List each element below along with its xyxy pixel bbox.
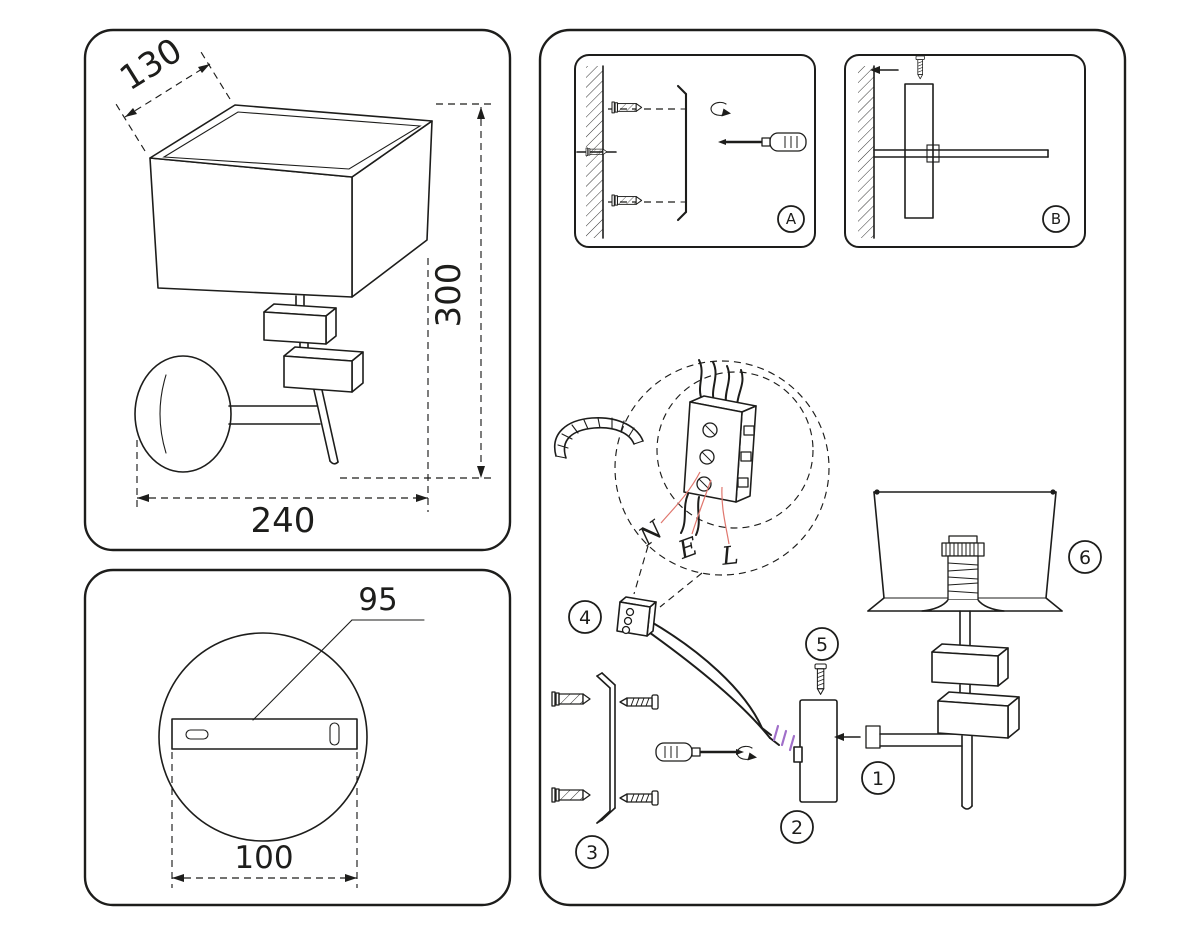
lamp-socket-drawing (921, 535, 1005, 612)
inset-b: B (844, 54, 1086, 248)
lampshade-drawing (149, 104, 433, 298)
wire-label-l: L (719, 540, 740, 571)
backplate-side-view (904, 83, 934, 219)
step-4-badge: 4 (568, 600, 602, 634)
part-3-bracket-fasteners: 3 (551, 672, 659, 869)
panel-assembly: A B (538, 28, 1127, 907)
wire-end-mark (788, 734, 796, 752)
step-3-label: 3 (586, 842, 598, 864)
wiring-detail: N E L (553, 359, 830, 608)
step-2-badge: 2 (780, 810, 814, 844)
step-6-badge: 6 (1068, 540, 1102, 574)
step-1-badge: 1 (861, 761, 895, 795)
panel-plate-dimensions: 95 100 (83, 568, 512, 907)
dimension-base-width: 100 (171, 752, 358, 888)
dimension-fixture-width: 240 (136, 258, 429, 541)
inset-a-label: A (786, 210, 797, 228)
mounting-bracket-side-view (676, 84, 688, 222)
wall-hatch (858, 66, 874, 238)
step-2-label: 2 (791, 817, 803, 839)
step-5-badge: 5 (805, 627, 839, 661)
cable-coil-drawing (553, 417, 644, 459)
dimension-fixture-height-value: 300 (429, 263, 469, 328)
step-6-label: 6 (1079, 547, 1091, 569)
part-4-connector: 4 (568, 596, 796, 762)
wall-mount-drawing (134, 355, 321, 473)
stem-drawing-assembled (931, 610, 1020, 810)
inset-a-badge: A (777, 205, 805, 233)
step-5-label: 5 (816, 634, 828, 656)
dimension-fixture-height: 300 (340, 103, 492, 479)
dimension-bracket: 95 (252, 582, 425, 721)
canopy-drawing (158, 632, 368, 842)
step-3-badge: 3 (575, 835, 609, 869)
panel-fixture-dimensions: 130 300 240 (83, 28, 512, 552)
inset-a: A (574, 54, 816, 248)
inset-b-label: B (1051, 210, 1061, 228)
part-2-backplate: 5 2 (780, 627, 839, 844)
wire-end-mark (780, 729, 788, 747)
wire-end-mark (772, 724, 780, 742)
step-1-label: 1 (872, 768, 884, 790)
stem-drawing (263, 295, 364, 465)
part-1-arm: 1 (834, 725, 963, 795)
part-6-lamp-body: 6 (867, 489, 1102, 810)
dimension-fixture-width-value: 240 (251, 501, 316, 541)
mounting-bracket-drawing (596, 672, 616, 824)
terminal-block-drawing (680, 359, 757, 536)
inset-b-badge: B (1042, 205, 1070, 233)
dimension-base-width-value: 100 (234, 840, 293, 876)
step-4-label: 4 (579, 607, 591, 629)
insert-direction-arrow (870, 66, 899, 74)
dimension-bracket-value: 95 (358, 582, 397, 618)
